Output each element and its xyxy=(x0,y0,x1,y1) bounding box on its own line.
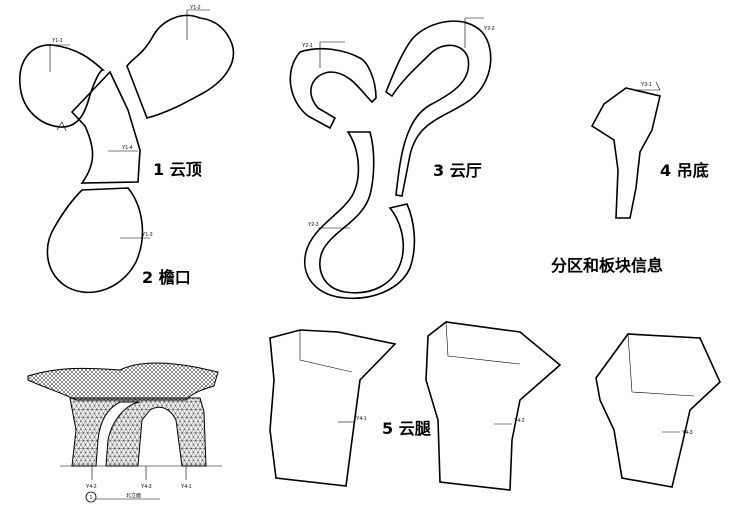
roof-panels xyxy=(19,9,235,294)
tag-y2-2: Y2-2 xyxy=(484,26,495,32)
elevation-caption: 北立面 xyxy=(126,492,141,499)
tag-y1-2: Y1-2 xyxy=(190,5,201,11)
ceiling-panel xyxy=(590,81,661,219)
tag-y1-4: Y1-4 xyxy=(122,145,133,151)
roof-panel-y1-4 xyxy=(70,70,141,184)
leg-panel-y4-2 xyxy=(425,321,562,491)
tag-y1-1: Y1-1 xyxy=(52,38,63,44)
roof-panel-y1-3 xyxy=(46,187,144,294)
elevation-marker-circle xyxy=(85,491,97,503)
hall-panel-y2-3 xyxy=(304,131,416,300)
diagram-title: 分区和板块信息 xyxy=(551,256,663,275)
hall-panel-y2-2 xyxy=(385,20,492,197)
label-roof: 1 云顶 xyxy=(153,160,202,179)
tag-y4-2: Y4-2 xyxy=(514,418,525,424)
hall-panels xyxy=(289,17,492,300)
label-eave: 2 檐口 xyxy=(142,268,191,287)
elevation-marker-number: 1 xyxy=(90,495,93,501)
roof-panel-y1-2 xyxy=(126,14,235,119)
leg-panel-y4-3 xyxy=(595,333,721,488)
elevation-legs xyxy=(69,397,207,467)
ceiling-panel-y3-1 xyxy=(590,87,661,219)
label-ceiling: 4 吊底 xyxy=(660,161,709,180)
tag-elev-y4-3: Y4-3 xyxy=(141,484,152,490)
hall-panel-y2-1 xyxy=(289,47,377,130)
elevation-roof xyxy=(27,362,219,401)
tag-y4-1: Y4-1 xyxy=(356,416,367,422)
tag-elev-y4-2: Y4-2 xyxy=(86,484,97,490)
label-legs: 5 云腿 xyxy=(382,419,431,438)
tag-y1-3: Y1-3 xyxy=(142,232,153,238)
tag-y2-1: Y2-1 xyxy=(302,43,313,49)
north-elevation xyxy=(27,362,222,503)
roof-panel-y1-1 xyxy=(19,44,106,128)
leg-panels xyxy=(269,321,721,491)
tag-y2-3: Y2-3 xyxy=(308,222,319,228)
leg-panel-y4-1 xyxy=(269,329,397,487)
tag-elev-y4-1: Y4-1 xyxy=(181,484,192,490)
tag-y4-3: Y4-3 xyxy=(682,430,693,436)
label-hall: 3 云厅 xyxy=(433,161,482,180)
tag-y3-1: Y3-1 xyxy=(641,82,652,88)
